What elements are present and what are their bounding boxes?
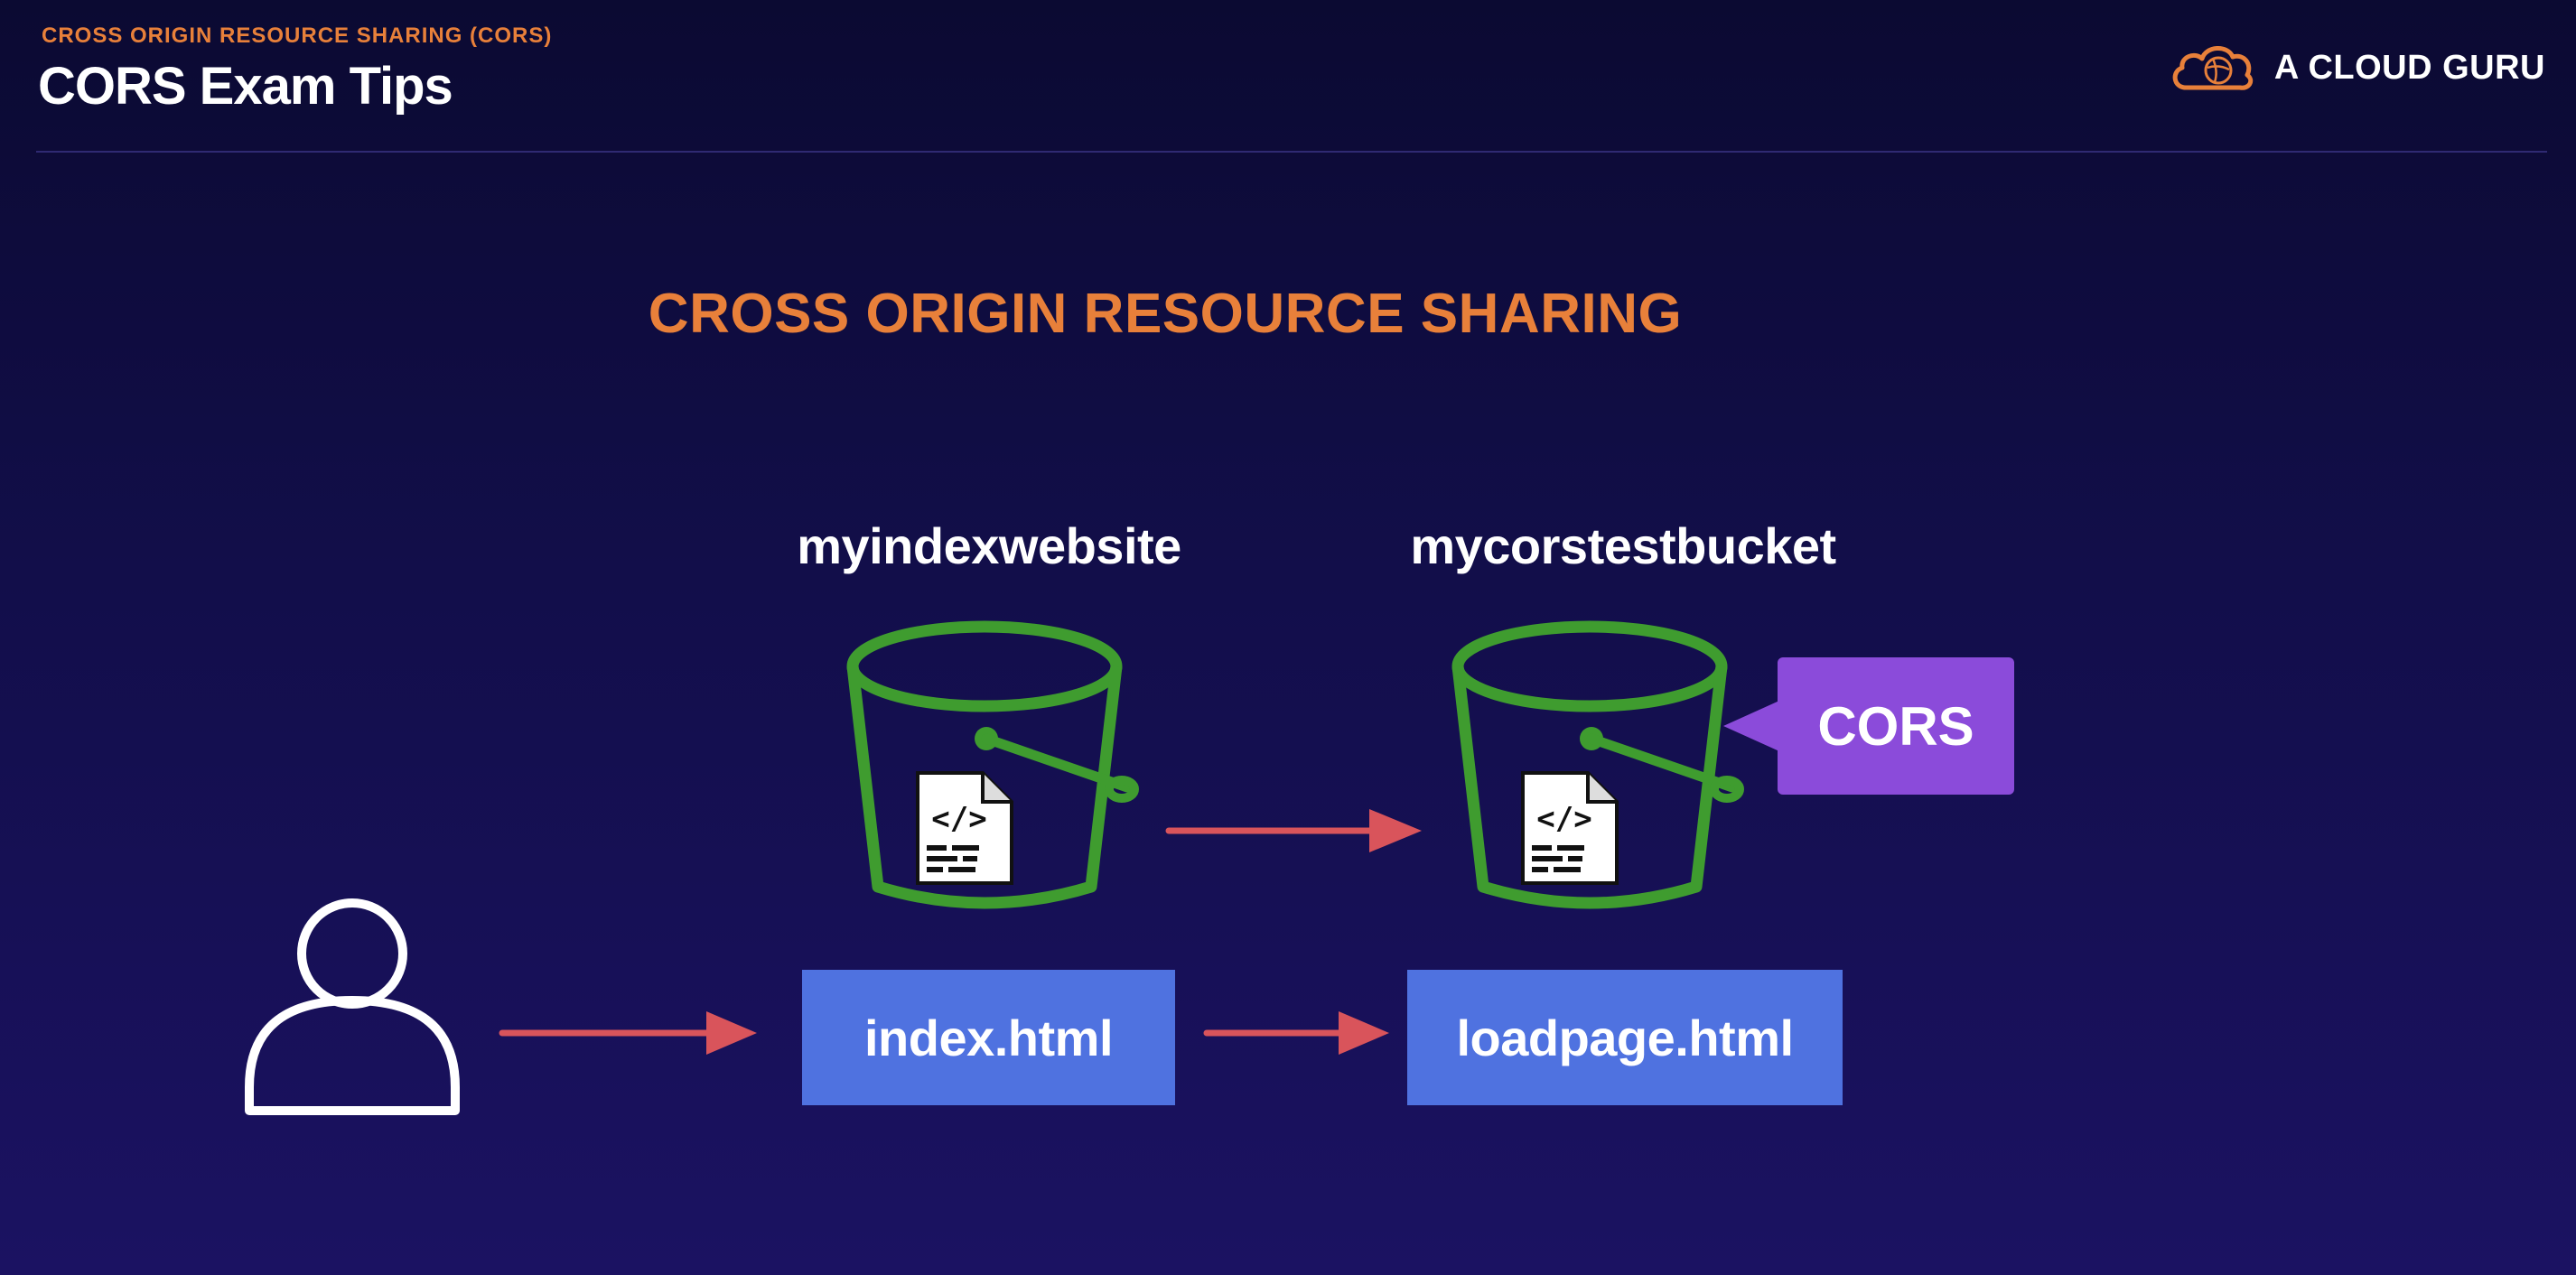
bucket-icon <box>846 620 1139 909</box>
code-file-icon: </> <box>1521 771 1619 885</box>
cors-tag-pointer <box>1723 701 1779 751</box>
code-file-icon: </> <box>916 771 1013 885</box>
bucket-label-index: myindexwebsite <box>797 517 1181 574</box>
code-file-glyph: </> <box>1536 801 1591 837</box>
brand-logo: A CLOUD GURU <box>2168 36 2545 99</box>
cloud-logo-icon <box>2172 46 2253 90</box>
bucket-label-cors: mycorstestbucket <box>1410 517 1836 574</box>
file-box-label: loadpage.html <box>1456 1009 1794 1066</box>
slide-kicker: CROSS ORIGIN RESOURCE SHARING (CORS) <box>42 23 553 48</box>
diagram-title: CROSS ORIGIN RESOURCE SHARING <box>648 283 1683 345</box>
file-box-loadpage: loadpage.html <box>1407 970 1843 1105</box>
cors-tag: CORS <box>1778 657 2014 795</box>
brand-name: A CLOUD GURU <box>2273 48 2545 87</box>
arrow-icon <box>1165 809 1422 852</box>
file-box-index: index.html <box>802 970 1175 1105</box>
arrow-icon <box>499 1011 757 1055</box>
header-divider <box>36 151 2547 153</box>
user-icon <box>245 898 460 1115</box>
file-box-label: index.html <box>863 1009 1114 1066</box>
bucket-icon <box>1451 620 1744 909</box>
slide-title: CORS Exam Tips <box>38 57 453 116</box>
code-file-glyph: </> <box>931 801 986 837</box>
arrow-icon <box>1203 1011 1389 1055</box>
